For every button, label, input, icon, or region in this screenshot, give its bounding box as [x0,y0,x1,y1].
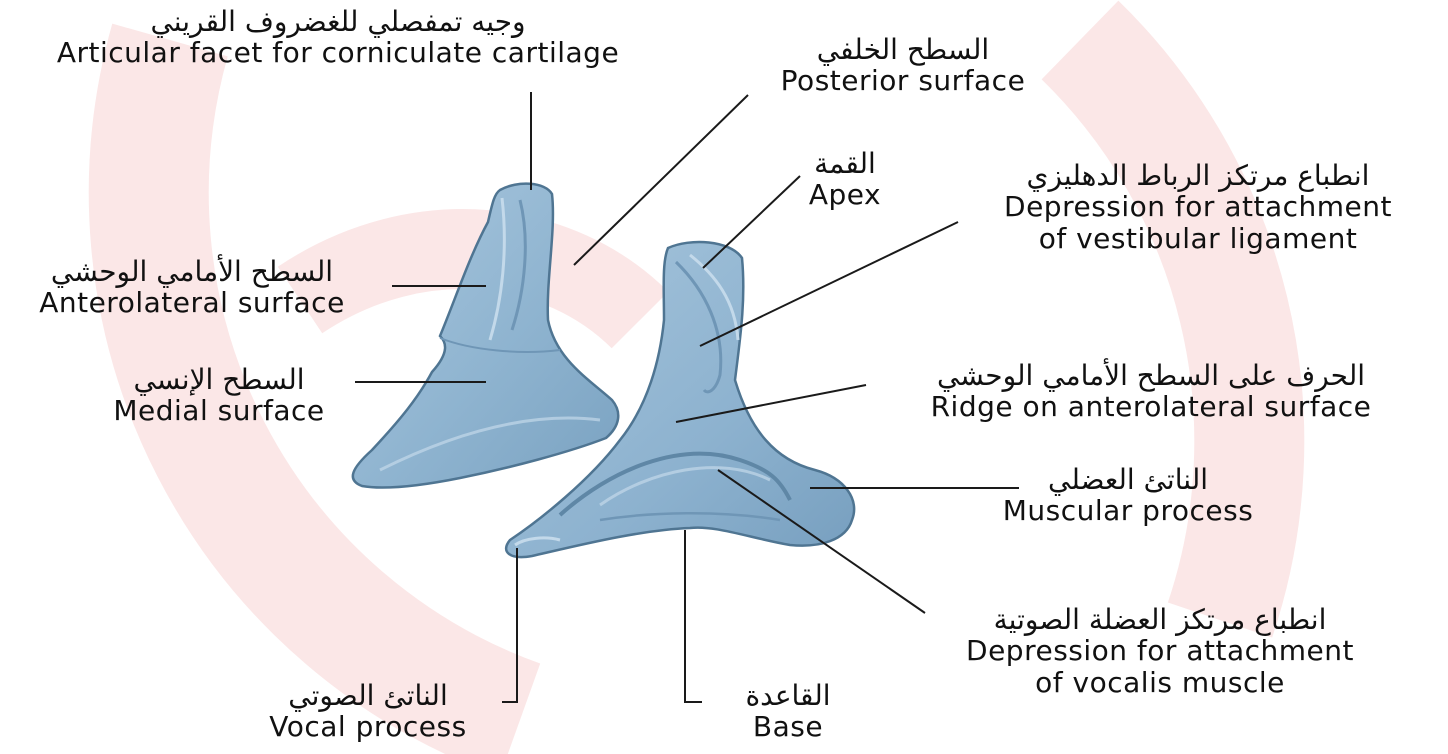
label-corniculate-facet-en: Articular facet for corniculate cartilag… [0,37,676,68]
label-vocalis-depression-ar: انطباع مرتكز العضلة الصوتية [920,604,1400,635]
label-vocalis-depression: انطباع مرتكز العضلة الصوتية Depression f… [920,604,1400,698]
label-base-en: Base [708,711,868,742]
label-anterolateral-surface-ar: السطح الأمامي الوحشي [0,256,384,287]
label-ridge-en: Ridge on anterolateral surface [866,391,1436,422]
label-corniculate-facet: وجيه تمفصلي للغضروف القريني Articular fa… [0,6,676,69]
label-vestibular-depression-en2: of vestibular ligament [958,223,1438,254]
label-vocal-process-ar: الناتئ الصوتي [236,680,500,711]
label-apex: القمة Apex [790,148,900,211]
label-vestibular-depression: انطباع مرتكز الرباط الدهليزي Depression … [958,160,1438,254]
label-apex-en: Apex [790,179,900,210]
leader-apex [703,176,800,268]
label-anterolateral-surface-en: Anterolateral surface [0,287,384,318]
leader-posterior-surface [574,95,748,265]
label-posterior-surface-en: Posterior surface [748,65,1058,96]
label-ridge: الحرف على السطح الأمامي الوحشي Ridge on … [866,360,1436,423]
label-vocalis-depression-en1: Depression for attachment [920,635,1400,666]
label-vocalis-depression-en2: of vocalis muscle [920,667,1400,698]
label-base-ar: القاعدة [708,680,868,711]
label-muscular-process-en: Muscular process [968,495,1288,526]
label-vocal-process: الناتئ الصوتي Vocal process [236,680,500,743]
label-corniculate-facet-ar: وجيه تمفصلي للغضروف القريني [0,6,676,37]
leader-base [685,530,702,702]
label-muscular-process-ar: الناتئ العضلي [968,464,1288,495]
label-vestibular-depression-en1: Depression for attachment [958,191,1438,222]
label-medial-surface-ar: السطح الإنسي [84,364,354,395]
label-base: القاعدة Base [708,680,868,743]
label-apex-ar: القمة [790,148,900,179]
label-ridge-ar: الحرف على السطح الأمامي الوحشي [866,360,1436,391]
label-muscular-process: الناتئ العضلي Muscular process [968,464,1288,527]
label-anterolateral-surface: السطح الأمامي الوحشي Anterolateral surfa… [0,256,384,319]
label-medial-surface-en: Medial surface [84,395,354,426]
label-medial-surface: السطح الإنسي Medial surface [84,364,354,427]
label-posterior-surface-ar: السطح الخلفي [748,34,1058,65]
label-posterior-surface: السطح الخلفي Posterior surface [748,34,1058,97]
label-vocal-process-en: Vocal process [236,711,500,742]
label-vestibular-depression-ar: انطباع مرتكز الرباط الدهليزي [958,160,1438,191]
